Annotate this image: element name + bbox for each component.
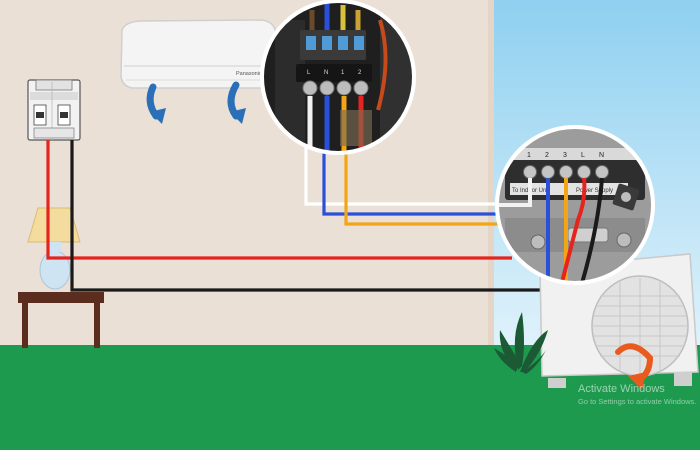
indoor-terminal-label-n: N [324,70,328,76]
indoor-terminal-label-2: 2 [358,70,362,76]
outdoor-terminal-closeup: 1 2 3 L N To Indoor Unit Power Supply [495,125,655,285]
indoor-terminal-label-1: 1 [341,70,345,76]
indoor-unit-brand: Panasonic [236,71,262,77]
indoor-unit: Panasonic [120,19,277,89]
circuit-breaker [27,79,81,141]
outdoor-unit [539,253,699,388]
side-table [18,292,104,348]
indoor-terminal-screws [302,80,369,96]
watermark-title: Activate Windows [578,383,665,395]
plant-icon [494,312,548,374]
wall-edge [488,0,494,345]
airflow-arrow-icon [146,83,166,124]
outdoor-terminal-label-n: N [599,152,604,159]
lamp-icon [27,207,81,290]
wire-red [46,140,512,260]
outdoor-caption-power: Power Supply [576,188,613,194]
wire-black [70,140,595,292]
airflow-arrow-icon [227,81,246,124]
outdoor-terminal-label-1: 1 [527,152,531,159]
outdoor-terminal-label-3: 3 [563,152,567,159]
wires [46,90,595,292]
fan-rotation-arrow-icon [615,343,654,390]
outdoor-terminal-screws [523,165,609,179]
outdoor-terminal-label-2: 2 [545,152,549,159]
watermark-subtitle: Go to Settings to activate Windows. [578,397,696,406]
indoor-terminal-label-l: L [307,70,311,76]
outdoor-terminal-label-l: L [581,152,585,159]
